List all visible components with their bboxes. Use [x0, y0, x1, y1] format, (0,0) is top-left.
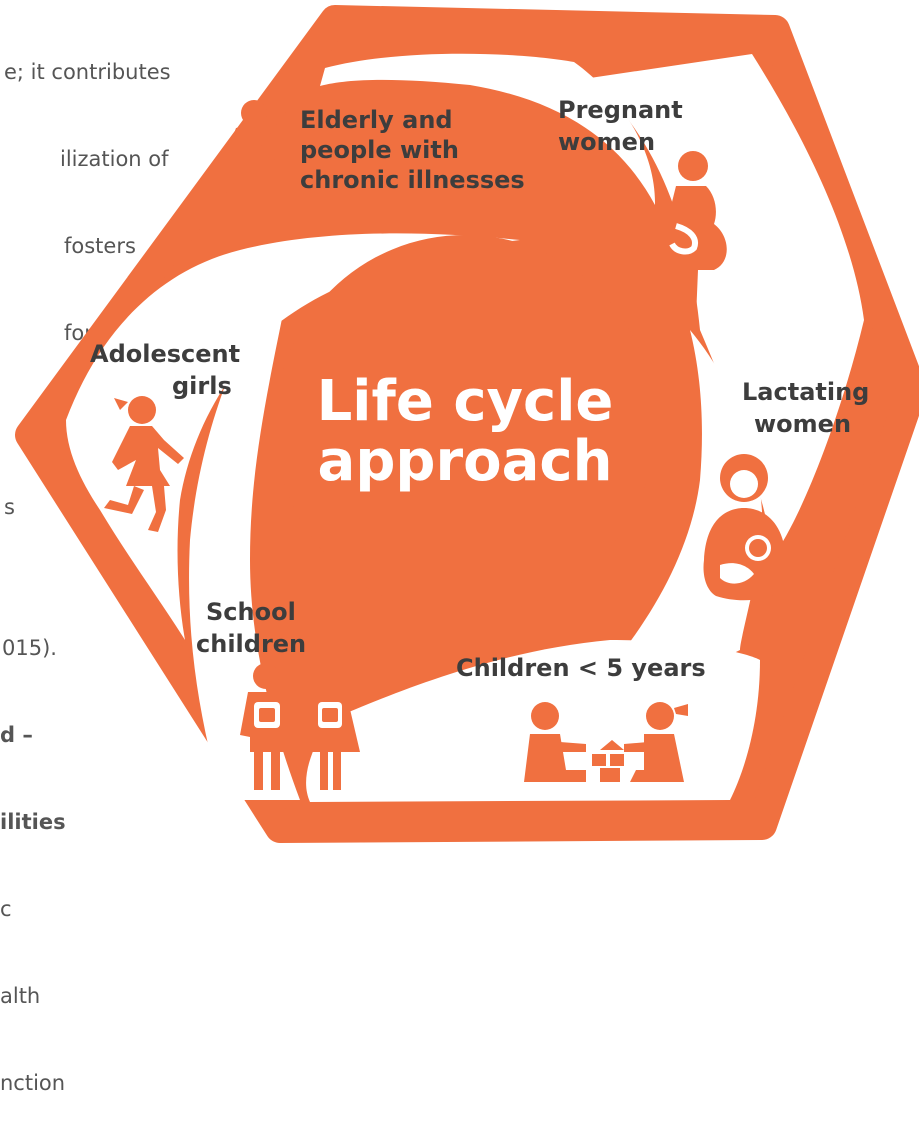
center-title-line1: Life cycle — [317, 369, 614, 434]
segment-label-line: women — [754, 410, 851, 438]
segment-label-line: Lactating — [742, 378, 869, 406]
breastfeeding-mother-icon — [703, 454, 786, 601]
band-elderly — [320, 53, 656, 206]
elderly-with-cane-icon — [220, 100, 292, 212]
background-text-line: c — [0, 897, 12, 921]
segment-adolescent: Adolescent girls — [90, 340, 240, 532]
segment-label-line: women — [558, 128, 655, 156]
background-text-line: 015). — [2, 636, 57, 660]
background-text-line: nction — [0, 1071, 66, 1095]
background-text-line: ilities — [0, 810, 66, 834]
segment-elderly: Elderly and people with chronic illnesse… — [220, 100, 525, 212]
segment-school: School children — [196, 598, 360, 790]
center-title-line2: approach — [318, 429, 613, 494]
segment-label-line: Elderly and — [300, 106, 453, 134]
running-girl-icon — [104, 396, 184, 532]
segment-label-line: people with — [300, 136, 459, 164]
background-text-line: d – — [0, 723, 33, 747]
segment-label-line: School — [206, 598, 296, 626]
background-text-line: e; it contributes — [4, 60, 171, 84]
segment-label-line: chronic illnesses — [300, 166, 525, 194]
life-cycle-diagram: Life cycle approach Elderly and people w… — [15, 5, 919, 843]
band-adolescent — [66, 233, 520, 640]
band-school — [189, 250, 300, 800]
band-lactating — [580, 330, 763, 700]
segment-lactating: Lactating women — [703, 378, 869, 601]
segment-pregnant: Pregnant women — [558, 96, 727, 318]
background-text-line: s — [4, 495, 15, 519]
background-text-line: fosters — [64, 234, 136, 258]
segment-label-line: Pregnant — [558, 96, 683, 124]
pregnant-woman-icon — [663, 151, 727, 318]
segment-label-line: girls — [172, 372, 232, 400]
background-text-line: ilization of — [60, 147, 169, 171]
children-playing-blocks-icon — [524, 702, 688, 782]
segment-children-under5: Children < 5 years — [456, 654, 706, 782]
segment-label-line: Children < 5 years — [456, 654, 706, 682]
segment-label-line: Adolescent — [90, 340, 240, 368]
band-pregnant — [590, 54, 864, 555]
background-text-line: alth — [0, 984, 41, 1008]
center-circle — [275, 235, 655, 615]
segment-label-line: children — [196, 630, 306, 658]
school-children-backpacks-icon — [240, 663, 360, 790]
